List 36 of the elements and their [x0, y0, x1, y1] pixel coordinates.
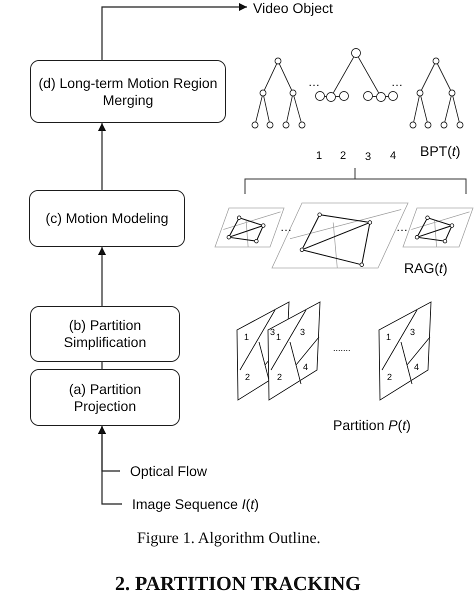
arrow	[98, 123, 106, 190]
region-number: 1	[244, 332, 250, 342]
process-box: (d) Long-term Motion Region Merging	[30, 60, 226, 123]
arrow	[98, 426, 122, 505]
region-number: 2	[340, 150, 346, 162]
region-number: 2	[387, 372, 392, 382]
process-box: (b) Partition Simplification	[30, 306, 180, 362]
process-box: (c) Motion Modeling	[29, 190, 185, 247]
region-number: 1	[316, 150, 322, 162]
figure-label: …	[280, 220, 292, 234]
region-number: 4	[303, 362, 308, 372]
region-number: 3	[365, 151, 372, 163]
region-number: 2	[277, 372, 282, 382]
region-number: 4	[390, 150, 396, 162]
output-label: Video Object	[253, 0, 333, 16]
region-number: 4	[414, 362, 420, 372]
region-number: 3	[300, 327, 306, 337]
region-number: 2	[245, 372, 250, 382]
input-label: Optical Flow	[130, 463, 208, 479]
figure-label: …	[396, 220, 408, 234]
region-number: 1	[276, 332, 282, 342]
section-heading: 2. PARTITION TRACKING	[115, 573, 361, 596]
figure-caption: Figure 1. Algorithm Outline.	[137, 530, 321, 548]
input-label: Image Sequence I(t)	[132, 496, 259, 512]
region-number: 1	[386, 332, 392, 342]
arrow	[101, 3, 247, 60]
arrow	[98, 247, 106, 306]
figure-label: BPT(t)	[420, 143, 460, 159]
figure-label: RAG(t)	[404, 260, 448, 276]
figure-label: .......	[333, 343, 351, 353]
figure-label: Partition P(t)	[333, 417, 411, 433]
figure-label: …	[391, 75, 403, 89]
region-number: 3	[270, 327, 276, 337]
figure-label: …	[308, 75, 320, 89]
region-number: 3	[410, 327, 416, 337]
process-box: (a) Partition Projection	[30, 369, 180, 426]
